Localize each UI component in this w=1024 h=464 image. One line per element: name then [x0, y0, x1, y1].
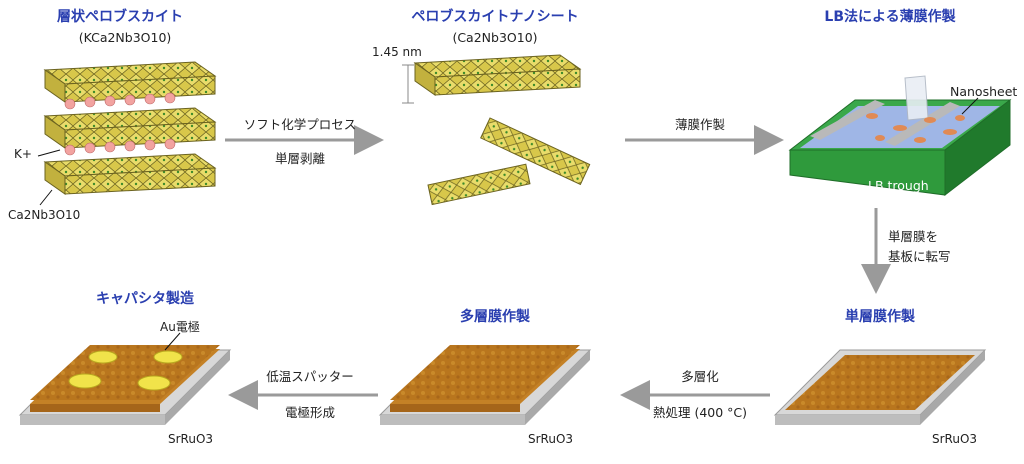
formula-kca2nb3o10: (KCa2Nb3O10) [78, 30, 172, 45]
arrow-exfoliation-line1: ソフト化学プロセス [243, 117, 357, 132]
arrow-multilayer-line2: 熱処理 (400 °C) [652, 405, 748, 420]
label-lb-trough: LB trough [868, 178, 929, 193]
label-k-ion: K+ [14, 147, 32, 161]
capacitor-substrate [18, 332, 232, 425]
label-au-electrode: Au電極 [160, 320, 200, 334]
title-capacitor: キャパシタ製造 [96, 291, 194, 307]
substrate-capacitor: SrRuO3 [168, 432, 214, 446]
nanosheets [402, 54, 591, 206]
arrow-exfoliation-line2: 単層剥離 [274, 151, 325, 166]
substrate-monolayer: SrRuO3 [932, 432, 978, 446]
multilayer-substrate [378, 345, 592, 425]
title-layered-perovskite: 層状ペロブスカイト [57, 9, 183, 25]
label-thickness: 1.45 nm [372, 45, 422, 59]
arrow-sputter-line1: 低温スパッター [266, 369, 354, 384]
layered-perovskite-crystal [37, 61, 217, 206]
au-electrodes [68, 350, 183, 391]
lb-trough [788, 75, 1012, 197]
formula-ca2nb3o10: (Ca2Nb3O10) [452, 30, 538, 45]
arrow-multilayer-line1: 多層化 [681, 369, 719, 384]
monolayer-substrate [773, 349, 987, 425]
label-nanosheet: Nanosheet [950, 84, 1018, 99]
arrow-film-line1: 薄膜作製 [674, 117, 725, 132]
title-lb-film: LB法による薄膜作製 [824, 9, 956, 25]
substrate-multilayer: SrRuO3 [528, 432, 574, 446]
label-perovskite-layer: Ca2Nb3O10 [8, 208, 81, 222]
arrow-transfer-line1: 単層膜を [888, 229, 939, 244]
arrow-transfer-line2: 基板に転写 [888, 249, 951, 264]
title-nanosheet: ペロブスカイトナノシート [411, 9, 579, 25]
arrow-sputter-line2: 電極形成 [284, 405, 335, 420]
title-multilayer: 多層膜作製 [460, 309, 530, 325]
title-monolayer: 単層膜作製 [845, 309, 915, 325]
